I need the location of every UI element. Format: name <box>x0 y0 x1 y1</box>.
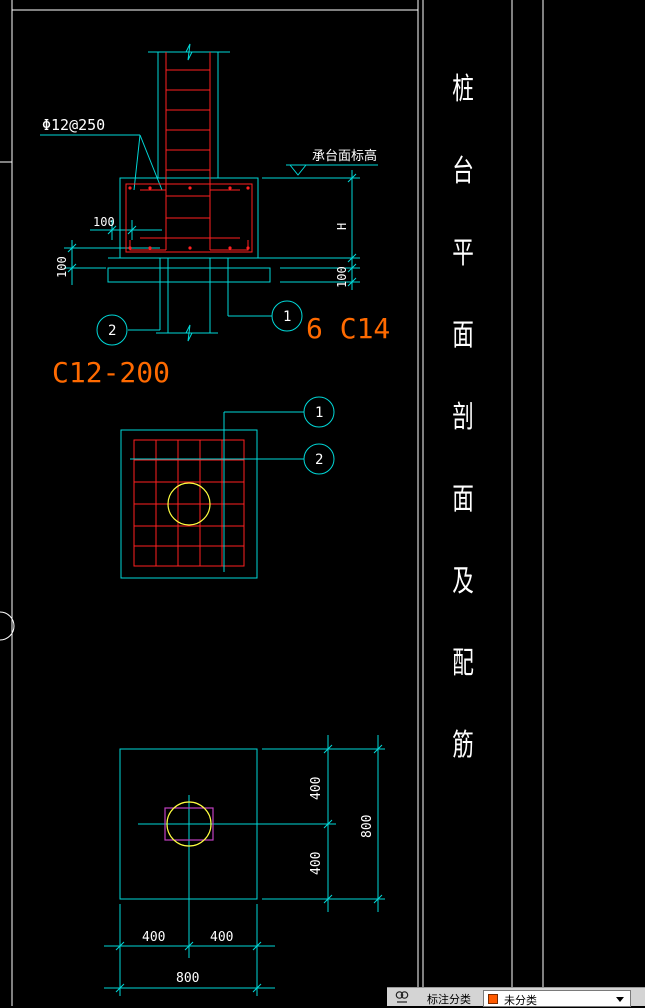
bar-1-spec: 6 C14 <box>306 312 390 345</box>
title-char: 面 <box>452 482 474 517</box>
column-outline <box>40 43 378 342</box>
dim-bottom-half: 400 <box>309 852 324 875</box>
title-char: 桩 <box>452 72 474 107</box>
dim-100-horizontal: 100 <box>93 215 115 229</box>
title-char: 剖 <box>452 400 474 435</box>
drawing-frame <box>0 0 544 1006</box>
annotation-scale-icon[interactable] <box>395 990 409 1004</box>
dim-total-vertical: 800 <box>360 815 375 838</box>
callout-1-label: 1 <box>283 309 291 325</box>
title-char: 配 <box>452 646 474 681</box>
title-char: 台 <box>452 154 474 189</box>
callout-1-circle <box>271 300 303 332</box>
rebar-note-text: Φ12@250 <box>42 116 105 134</box>
plan-callout-2-label: 2 <box>315 452 323 468</box>
pile-cap-section: Φ12@250 承台面标高 100 100 H 100 2 1 6 C14 C1… <box>40 43 390 389</box>
plan-callout-2-circle <box>303 443 335 475</box>
rebar-dots <box>128 186 250 250</box>
dim-left-half: 400 <box>142 930 165 945</box>
category-color-swatch <box>488 994 498 1004</box>
title-char: 筋 <box>452 728 474 763</box>
dim-total-horizontal: 800 <box>176 971 199 986</box>
annotation-category-label: 标注分类 <box>427 994 471 1006</box>
title-char: 面 <box>452 318 474 353</box>
bar-2-spec: C12-200 <box>52 356 170 389</box>
chevron-down-icon[interactable] <box>616 997 624 1002</box>
annotation-category-value: 未分类 <box>504 995 537 1007</box>
annotation-category-select[interactable]: 未分类 <box>483 990 631 1007</box>
dim-100-left: 100 <box>55 256 69 278</box>
title-char: 平 <box>452 236 474 271</box>
plan-callout-1-label: 1 <box>315 405 323 421</box>
status-bar: 标注分类 未分类 <box>387 987 645 1007</box>
pile-cap-rebar-plan: 1 2 <box>120 396 335 579</box>
rebar-section <box>125 52 253 253</box>
callout-2-circle <box>96 314 128 346</box>
pile-box <box>164 807 214 841</box>
dim-h: H <box>335 223 349 230</box>
title-char: 及 <box>452 564 474 599</box>
rebar-grid <box>133 439 245 567</box>
dim-top-half: 400 <box>309 777 324 800</box>
drawing-title: 桩 台 平 面 剖 面 及 配 筋 <box>418 75 508 813</box>
plan-callout-1-circle <box>303 396 335 428</box>
dim-100-right: 100 <box>335 266 349 288</box>
elevation-label: 承台面标高 <box>312 148 377 164</box>
callout-2-label: 2 <box>108 323 116 339</box>
pile-circle <box>167 482 211 526</box>
dim-right-half: 400 <box>210 930 233 945</box>
pile-cap-dimension-plan: 400 400 800 400 400 800 <box>104 735 385 996</box>
pile-circle-dim <box>166 801 212 847</box>
